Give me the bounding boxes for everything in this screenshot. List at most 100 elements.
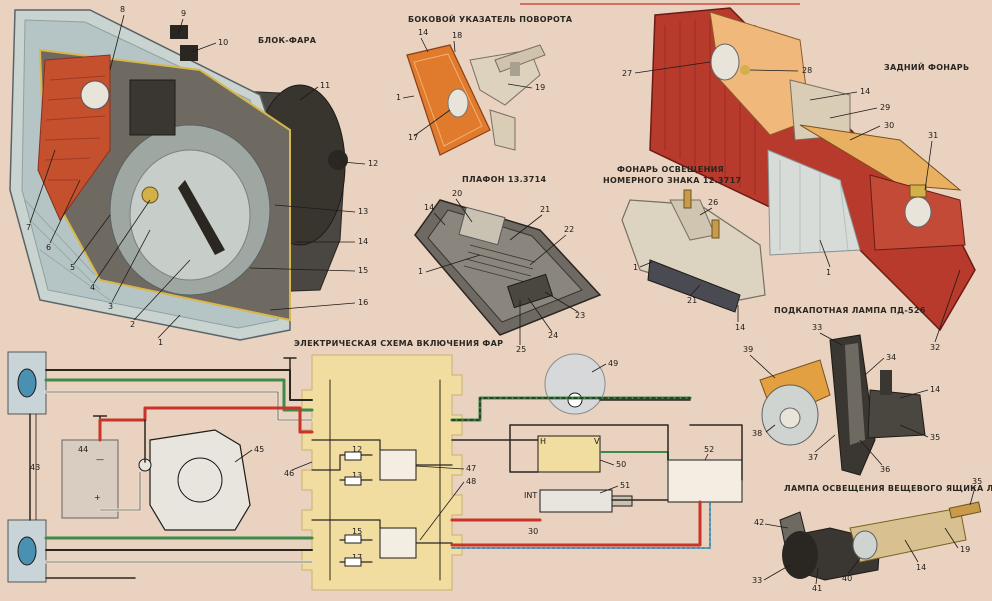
callout: 35 [972,477,982,486]
callout: 17 [408,133,418,142]
left-headlight-top [7,351,47,415]
underhood-lamp-title: ПОДКАПОТНАЯ ЛАМПА ПД-526 [774,306,926,315]
callout: 33 [812,323,822,332]
headlamp-assembly [9,9,348,341]
callout: 34 [886,353,896,362]
warning-lamp-bulb [567,392,583,408]
callout: 43 [30,463,40,472]
rear-light-callouts: 27 28 14 29 30 31 1 32 [622,66,940,352]
plate-light-title-1: ФОНАРЬ ОСВЕЩЕНИЯ [617,165,724,174]
callout: 1 [158,338,163,347]
dome-light [414,199,602,336]
callout: 13 [358,207,368,216]
callout: 49 [608,359,618,368]
callout: 22 [564,225,574,234]
plate-light [621,189,766,313]
callout: 14 [860,87,870,96]
plate-light-title-2: НОМЕРНОГО ЗНАКА 12.3717 [603,176,741,185]
callout: 25 [516,345,526,354]
glovebox-lamp-callouts: 35 42 19 33 41 40 14 [752,477,982,593]
callout: 1 [826,268,831,277]
callout: 18 [452,31,462,40]
rear-light-title: ЗАДНИЙ ФОНАРЬ [884,61,969,72]
generator [138,429,251,531]
headlamp-callouts: 8 9 10 11 12 13 14 15 16 1 2 3 4 5 6 7 [26,5,378,347]
callout: 50 [616,460,626,469]
callout: 45 [254,445,264,454]
dome-light-title: ПЛАФОН 13.3714 [462,175,547,184]
callout: 27 [622,69,632,78]
callout: 32 [930,343,940,352]
fuses [344,451,362,567]
glovebox-lamp-title: ЛАМПА ОСВЕЩЕНИЯ ВЕЩЕВОГО ЯЩИКА ЛВ-211 [784,484,992,493]
glovebox-lamp [779,501,982,581]
rear-light-leaders [634,61,961,343]
side-indicator-leaders [402,37,533,137]
fuse-label: 15 [352,527,362,536]
callout: 51 [620,481,630,490]
callout: 23 [575,311,585,320]
dome-light-leaders [425,198,579,345]
callout: 37 [808,453,818,462]
callout: 5 [70,263,75,272]
callout: 10 [218,38,228,47]
ignition-30-label: 30 [528,527,538,536]
callout: 39 [743,345,753,354]
callout: 12 [368,159,378,168]
dome-light-callouts: 20 14 21 22 1 23 24 25 [418,189,585,354]
callout: 36 [880,465,890,474]
callout: 14 [930,385,940,394]
switch-v-label: V [594,437,600,446]
headlamp-leaders [29,14,366,339]
callout: 24 [548,331,558,340]
headlamp-title: БЛОК-ФАРА [258,36,317,45]
rear-light [649,7,976,332]
callout: 11 [320,81,330,90]
ignition-int-label: INT [524,491,537,500]
callout: 19 [535,83,545,92]
callout: 42 [754,518,764,527]
light-switch [537,435,601,473]
callout: 35 [930,433,940,442]
callout: 15 [358,266,368,275]
callout: 33 [752,576,762,585]
callout: 52 [704,445,714,454]
callout: 21 [687,296,697,305]
callout: 28 [802,66,812,75]
callout: 9 [181,9,186,18]
callout: 3 [108,302,113,311]
switch-h-label: H [540,437,546,446]
callout: 19 [960,545,970,554]
underhood-lamp [759,334,926,476]
left-headlight-bottom [7,519,47,583]
schema-leaders [35,363,709,541]
callout: 26 [708,198,718,207]
glovebox-lamp-leaders [763,486,976,585]
callout: 46 [284,469,294,478]
callout: 14 [424,203,434,212]
callout: 1 [633,263,638,272]
callout: 29 [880,103,890,112]
callout: 20 [452,189,462,198]
side-indicator-callouts: 14 18 19 1 17 [396,28,545,142]
callout: 40 [842,574,852,583]
callout: 38 [752,429,762,438]
fuse-label: 13 [352,471,362,480]
callout: 14 [358,237,368,246]
battery-minus: — [96,455,104,464]
callout: 1 [418,267,423,276]
callout: 21 [540,205,550,214]
side-indicator [406,44,546,156]
battery [61,415,119,519]
plate-light-leaders [639,207,739,322]
callout: 47 [466,464,476,473]
fuse-label: 12 [352,445,362,454]
underhood-lamp-leaders [749,332,929,466]
callout: 7 [26,223,31,232]
callout: 14 [916,563,926,572]
callout: 6 [46,243,51,252]
callout: 44 [78,445,88,454]
ignition-key [611,495,633,507]
callout: 8 [120,5,125,14]
